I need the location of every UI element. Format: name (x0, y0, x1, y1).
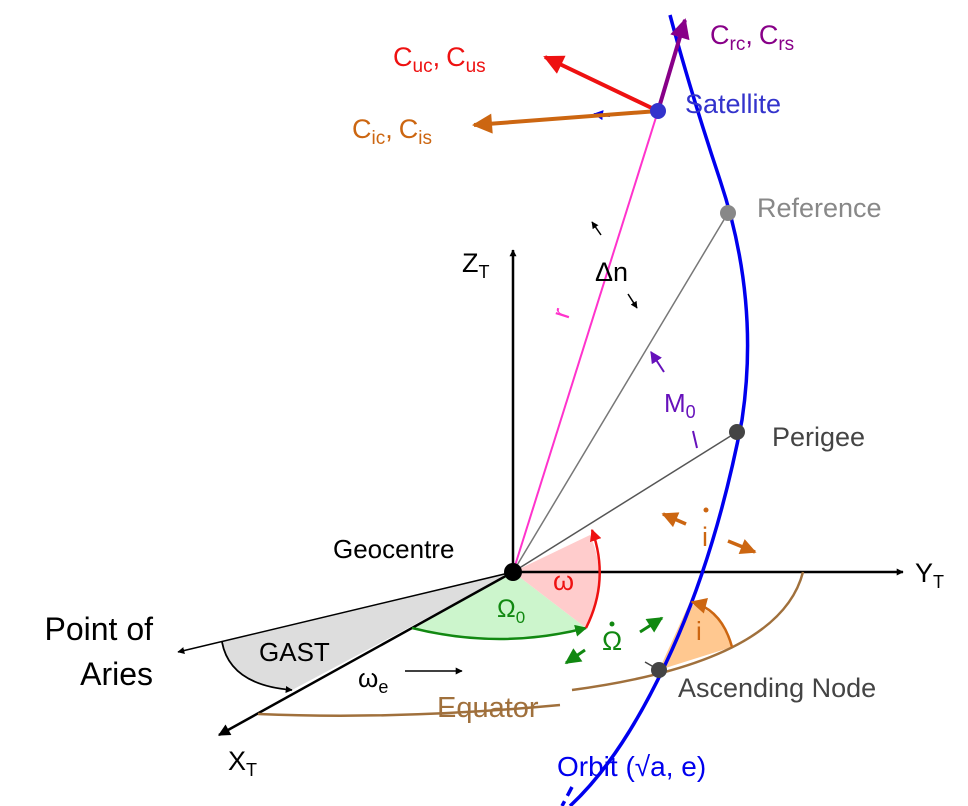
c-ic-vector (472, 109, 659, 134)
perigee-line (512, 431, 738, 573)
y-axis-label: YT (915, 558, 944, 592)
m0-label: M0 (664, 388, 696, 422)
i-dot-dot (703, 507, 709, 513)
aries-axis (177, 571, 514, 654)
geocentre-point (504, 563, 522, 581)
orbit-label: Orbit (√a, e) (557, 751, 706, 782)
ascending-node-tick (644, 661, 660, 671)
c-uc-vector (543, 55, 659, 113)
c-rc-label: Crc,Crs (710, 20, 794, 55)
equator-arc (257, 571, 805, 717)
perigee-point (729, 424, 745, 440)
omega-dot-dot (609, 621, 615, 627)
omega0-arc (411, 624, 588, 641)
perigee-label: Perigee (772, 422, 865, 452)
reference-line (512, 212, 729, 573)
satellite-label: Satellite (685, 89, 781, 119)
i-label: i (696, 616, 702, 646)
x-axis (217, 570, 514, 737)
omega-small-label: ω (553, 566, 574, 596)
i-dot-arrow-left (661, 512, 687, 528)
i-dot-arrow-right (727, 539, 757, 554)
geocentre-label: Geocentre (333, 534, 454, 564)
omega-sector (513, 535, 600, 628)
delta-n-arrow-up (591, 221, 602, 236)
omega0-label: Ω0 (497, 595, 525, 627)
r-label: r (545, 304, 576, 322)
omega-dot-label: Ω (602, 626, 622, 656)
m0-tick (692, 430, 698, 449)
delta-n-label: Δn (595, 257, 628, 287)
reference-point (720, 205, 736, 221)
c-uc-label: Cuc,Cus (393, 42, 486, 77)
inclination-sector (659, 604, 732, 670)
satellite-point (650, 103, 666, 119)
orbit-dashed-end (560, 786, 574, 806)
omega-dot-arrow-left (564, 648, 586, 665)
x-axis-label: XT (228, 746, 257, 780)
gast-sector (222, 572, 513, 690)
radius-line (512, 110, 659, 573)
point-of-aries-line1: Point of (44, 611, 153, 647)
omega-e-label: ωe (358, 663, 388, 697)
inclination-arc (690, 597, 734, 648)
omega0-sector (412, 572, 586, 639)
m0-arrow (650, 350, 665, 373)
c-rc-vector (656, 18, 690, 112)
z-axis-label: ZT (462, 248, 490, 282)
ascending-node-label: Ascending Node (678, 673, 876, 703)
i-dot-label: i (702, 522, 708, 552)
orbit-path (568, 14, 750, 806)
gast-label: GAST (259, 637, 330, 667)
equator-label: Equator (437, 692, 539, 724)
reference-label: Reference (757, 193, 882, 223)
c-ic-label: Cic,Cis (352, 114, 432, 149)
point-of-aries-line2: Aries (80, 656, 153, 692)
omega-arc (584, 528, 602, 629)
gast-arc (221, 641, 293, 693)
omega-dot-arrow-right (639, 616, 664, 634)
delta-n-arrow-down (627, 293, 638, 309)
